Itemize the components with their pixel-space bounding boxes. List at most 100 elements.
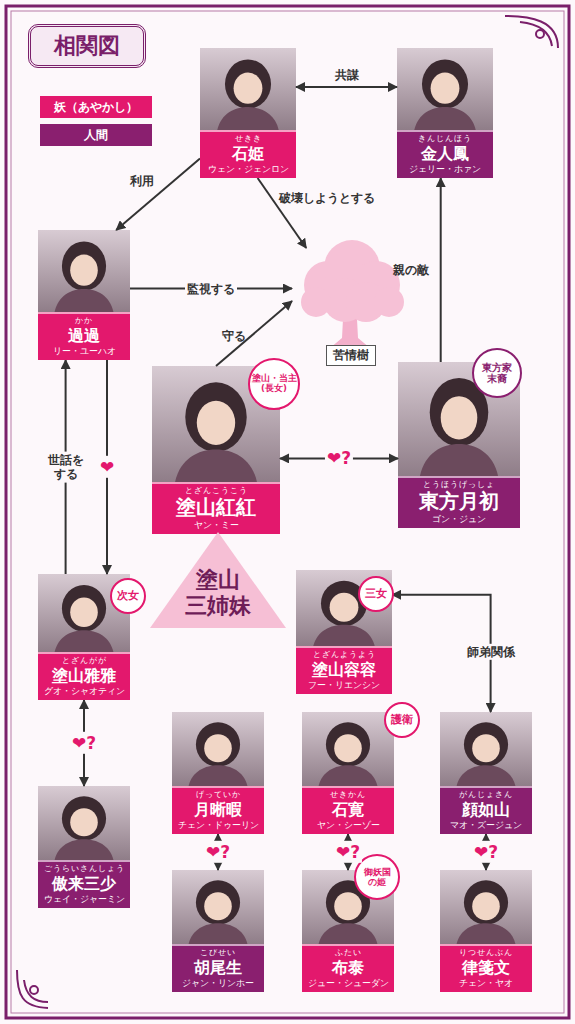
edge-label: 利用: [128, 172, 156, 188]
character-name: 塗山容容: [298, 660, 390, 679]
tree-label: 苦情樹: [326, 345, 376, 366]
corner-ornament: [17, 16, 558, 1008]
tree-illustration: [301, 240, 404, 348]
name-reading: がんじょさん: [442, 790, 530, 800]
actor-name: ジェリー・ホァン: [399, 163, 491, 175]
role-badge: 護衛: [384, 702, 420, 738]
portrait-frame: [38, 230, 130, 312]
actor-name: リー・ユーハオ: [40, 345, 128, 357]
actor-name: ゴン・ジュン: [400, 513, 518, 525]
page-frame: [6, 6, 569, 1018]
name-reading: とうほうげっしょ: [400, 480, 518, 490]
name-plate: げっていか月晰暇チェン・ドゥーリン: [172, 786, 264, 834]
edge-label: ❤?: [334, 841, 362, 863]
portrait-photos: [38, 48, 532, 944]
character-name: 過過: [40, 326, 128, 345]
portrait-frame: [397, 48, 493, 130]
relation-arrow: [440, 178, 442, 362]
badge-text: 護衛: [391, 714, 413, 727]
name-plate: せきかん石寛ヤン・シーゾー: [302, 786, 394, 834]
character-name: 金人鳳: [399, 144, 491, 163]
name-plate: とうほうげっしょ東方月初ゴン・ジュン: [398, 476, 520, 528]
name-plate: せきき石姫ウェン・ジェンロン: [200, 130, 296, 178]
edge-label: 破壊しようとする: [277, 190, 377, 206]
character-name: 傲来三少: [40, 874, 128, 893]
badge-text: 三女: [365, 588, 387, 601]
name-plate: かか過過リー・ユーハオ: [38, 312, 130, 360]
name-plate: がんじょさん顔如山マオ・ズージュン: [440, 786, 532, 834]
name-reading: せきかん: [304, 790, 392, 800]
diagram-title: 相関図: [28, 24, 146, 68]
edge-label: ❤?: [325, 447, 353, 469]
actor-name: マオ・ズージュン: [442, 819, 530, 831]
edge-label: ❤?: [70, 732, 98, 754]
character-card: とざんようよう塗山容容フー・リエンシン三女: [296, 570, 392, 694]
portrait-frame: [440, 870, 532, 944]
name-plate: ふたい布泰ジュー・シューダン: [302, 944, 394, 992]
portrait-photo: [200, 48, 296, 130]
portrait-frame: [302, 712, 394, 786]
portrait-frame: [38, 786, 130, 860]
portrait-photo: [172, 870, 264, 944]
edge-label: 世話を する: [44, 452, 88, 483]
character-name: 塗山雅雅: [40, 666, 128, 685]
portrait-photo: [398, 362, 520, 476]
badge-text: 東方家 末裔: [474, 362, 520, 385]
name-reading: こびせい: [174, 948, 262, 958]
portrait-photo: [38, 786, 130, 860]
triangle-fill: [150, 532, 286, 628]
name-reading: きんじんほう: [399, 134, 491, 144]
character-name: 塗山紅紅: [154, 496, 278, 519]
badge-text: 御妖国 の姫: [356, 867, 398, 888]
character-card: ふたい布泰ジュー・シューダン御妖国 の姫: [302, 870, 394, 992]
portrait-photo: [302, 712, 394, 786]
character-name: 胡尾生: [174, 958, 262, 977]
actor-name: ウェイ・ジャーミン: [40, 893, 128, 905]
character-card: とざんがが塗山雅雅グオ・シャオティン次女: [38, 574, 130, 700]
actor-name: ヤン・ミー: [154, 519, 278, 531]
actor-name: ジュー・シューダン: [304, 977, 392, 989]
edge-label: 親の敵: [391, 262, 431, 278]
name-reading: かか: [40, 316, 128, 326]
character-name: 布泰: [304, 958, 392, 977]
character-card: こびせい胡尾生ジャン・リンホー: [172, 870, 264, 992]
character-name: 顔如山: [442, 800, 530, 819]
portrait-photo: [440, 870, 532, 944]
name-reading: りつせんぶん: [442, 948, 530, 958]
name-reading: せきき: [202, 134, 294, 144]
character-card: きんじんほう金人鳳ジェリー・ホァン: [397, 48, 493, 178]
character-card: とざんこうこう塗山紅紅ヤン・ミー塗山・当主 (長女): [152, 366, 280, 534]
portrait-frame: [440, 712, 532, 786]
actor-name: フー・リエンシン: [298, 679, 390, 691]
edge-label: ❤?: [204, 841, 232, 863]
role-badge: 三女: [358, 576, 394, 612]
character-name: 東方月初: [400, 490, 518, 513]
edge-label: 共謀: [333, 67, 361, 83]
edge-label: ❤: [98, 456, 116, 478]
page-frame-inner: [11, 11, 564, 1013]
character-name: 石寛: [304, 800, 392, 819]
character-card: がんじょさん顔如山マオ・ズージュン: [440, 712, 532, 834]
actor-name: ウェン・ジェンロン: [202, 163, 294, 175]
name-plate: りつせんぶん律箋文チェン・ヤオ: [440, 944, 532, 992]
character-card: かか過過リー・ユーハオ: [38, 230, 130, 360]
portrait-photo: [172, 712, 264, 786]
name-reading: ごうらいさんしょう: [40, 864, 128, 874]
role-badge: 東方家 末裔: [472, 348, 522, 398]
role-badge: 次女: [110, 578, 146, 614]
character-name: 石姫: [202, 144, 294, 163]
character-card: せきかん石寛ヤン・シーゾー護衛: [302, 712, 394, 834]
character-name: 月晰暇: [174, 800, 262, 819]
group-title: 塗山 三姉妹: [173, 567, 263, 618]
badge-text: 次女: [117, 590, 139, 603]
edge-label: ❤?: [472, 841, 500, 863]
portrait-photo: [397, 48, 493, 130]
legend-text: 妖（あやかし）: [54, 99, 138, 116]
character-card: りつせんぶん律箋文チェン・ヤオ: [440, 870, 532, 992]
relation-arrow: [296, 86, 397, 88]
tree-node: 苦情樹: [292, 248, 410, 366]
legend-swatch: 妖（あやかし）: [40, 96, 152, 118]
character-card: ごうらいさんしょう傲来三少ウェイ・ジャーミン: [38, 786, 130, 908]
name-reading: とざんこうこう: [154, 486, 278, 496]
